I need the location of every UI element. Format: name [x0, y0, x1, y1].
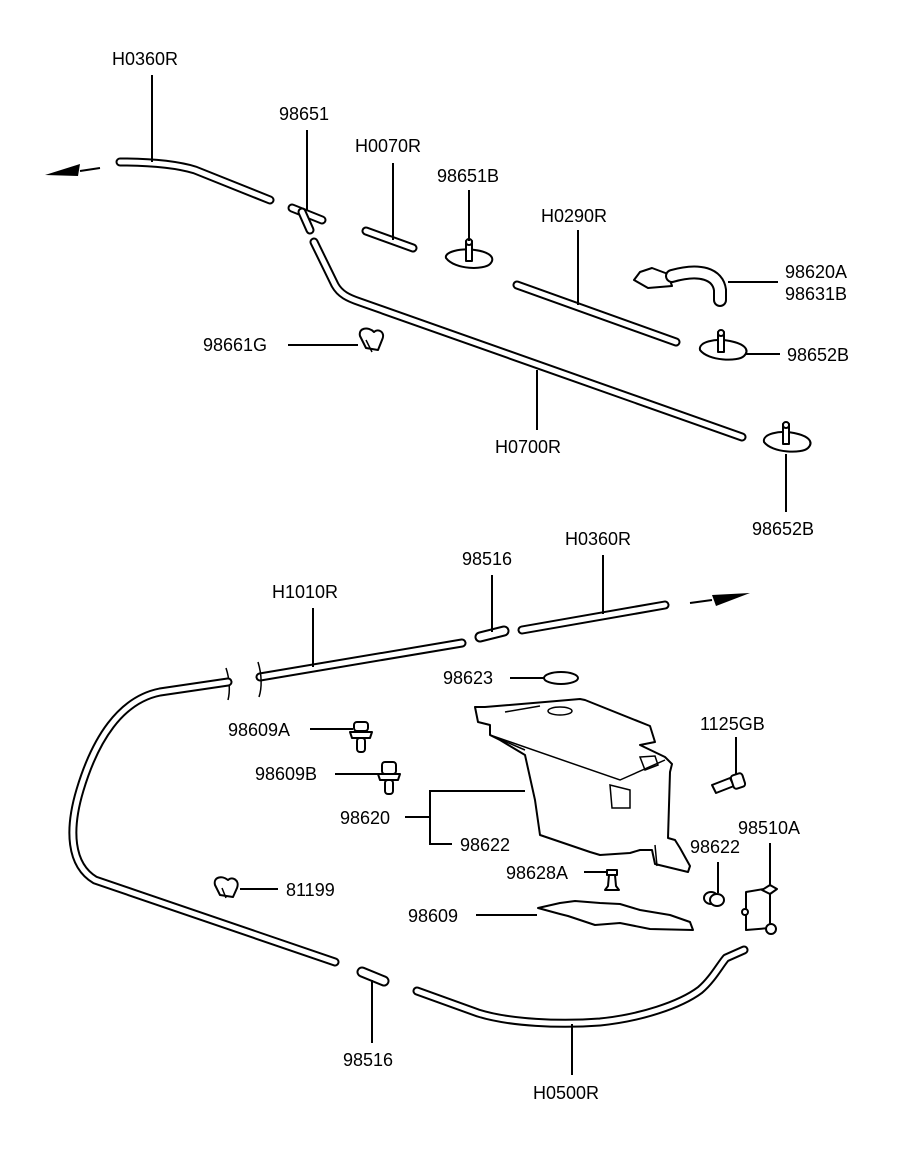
label-h1010r: H1010R: [272, 582, 338, 602]
part-98651-t-joint: [287, 203, 327, 235]
label-81199: 81199: [286, 880, 335, 900]
label-98652b-lower: 98652B: [752, 519, 814, 539]
part-98628a-plug: [604, 869, 620, 891]
hose-h0070r: [361, 226, 418, 253]
leader-98620-bracket: [405, 790, 525, 845]
label-h0500r: H0500R: [533, 1083, 599, 1103]
label-98651b: 98651B: [437, 166, 499, 186]
label-h0070r: H0070R: [355, 136, 421, 156]
part-98652b-nozzle-lower: [762, 421, 812, 453]
part-98516-connector-bottom: [356, 966, 390, 987]
part-98623-cap: [543, 671, 579, 685]
hose-loop-left: [68, 677, 340, 967]
hose-h0290r: [512, 280, 681, 347]
label-98623: 98623: [443, 668, 493, 688]
label-98516-top: 98516: [462, 549, 512, 569]
hose-h1010r: [255, 638, 467, 682]
label-98620a: 98620A: [785, 262, 847, 282]
part-98609a-clip: [349, 721, 373, 753]
hose-h0360r-mid: [517, 600, 670, 635]
label-98609b: 98609B: [255, 764, 317, 784]
label-98609: 98609: [408, 906, 458, 926]
hose-h0500r: [412, 945, 749, 1028]
hose-h0360r-top: [115, 157, 275, 205]
hose-h0700r: [309, 237, 747, 442]
part-98661g-clip: [358, 327, 384, 353]
label-h0700r: H0700R: [495, 437, 561, 457]
direction-arrow-right: [689, 593, 750, 606]
part-1125gb-bolt: [711, 772, 747, 794]
part-98620a-elbow-hose: [633, 265, 727, 307]
label-98652b-upper: 98652B: [787, 345, 849, 365]
label-1125gb: 1125GB: [700, 714, 765, 734]
part-81199-clip: [213, 876, 239, 899]
label-98631b: 98631B: [785, 284, 847, 304]
label-98622-bracket: 98622: [460, 835, 510, 855]
label-98661g: 98661G: [203, 335, 267, 355]
label-98516-bottom: 98516: [343, 1050, 393, 1070]
label-98622-right: 98622: [690, 837, 740, 857]
label-98620: 98620: [340, 808, 390, 828]
label-h0360r-mid: H0360R: [565, 529, 631, 549]
label-h0360r-top: H0360R: [112, 49, 178, 69]
direction-arrow-left: [45, 164, 101, 176]
part-98652b-nozzle-upper: [698, 329, 748, 361]
label-98510a: 98510A: [738, 818, 800, 838]
part-98609b-clip: [377, 761, 401, 795]
part-98620-reservoir: [474, 698, 691, 873]
label-h0290r: H0290R: [541, 206, 607, 226]
label-98609a: 98609A: [228, 720, 290, 740]
part-98651b-nozzle: [444, 238, 494, 269]
break-mark-right: [257, 661, 262, 698]
label-98651: 98651: [279, 104, 329, 124]
part-98510a-pump: [741, 884, 778, 935]
part-98609-bracket: [537, 900, 694, 931]
part-98622-grommet: [703, 891, 725, 907]
label-98628a: 98628A: [506, 863, 568, 883]
part-98516-connector-top: [474, 625, 510, 643]
